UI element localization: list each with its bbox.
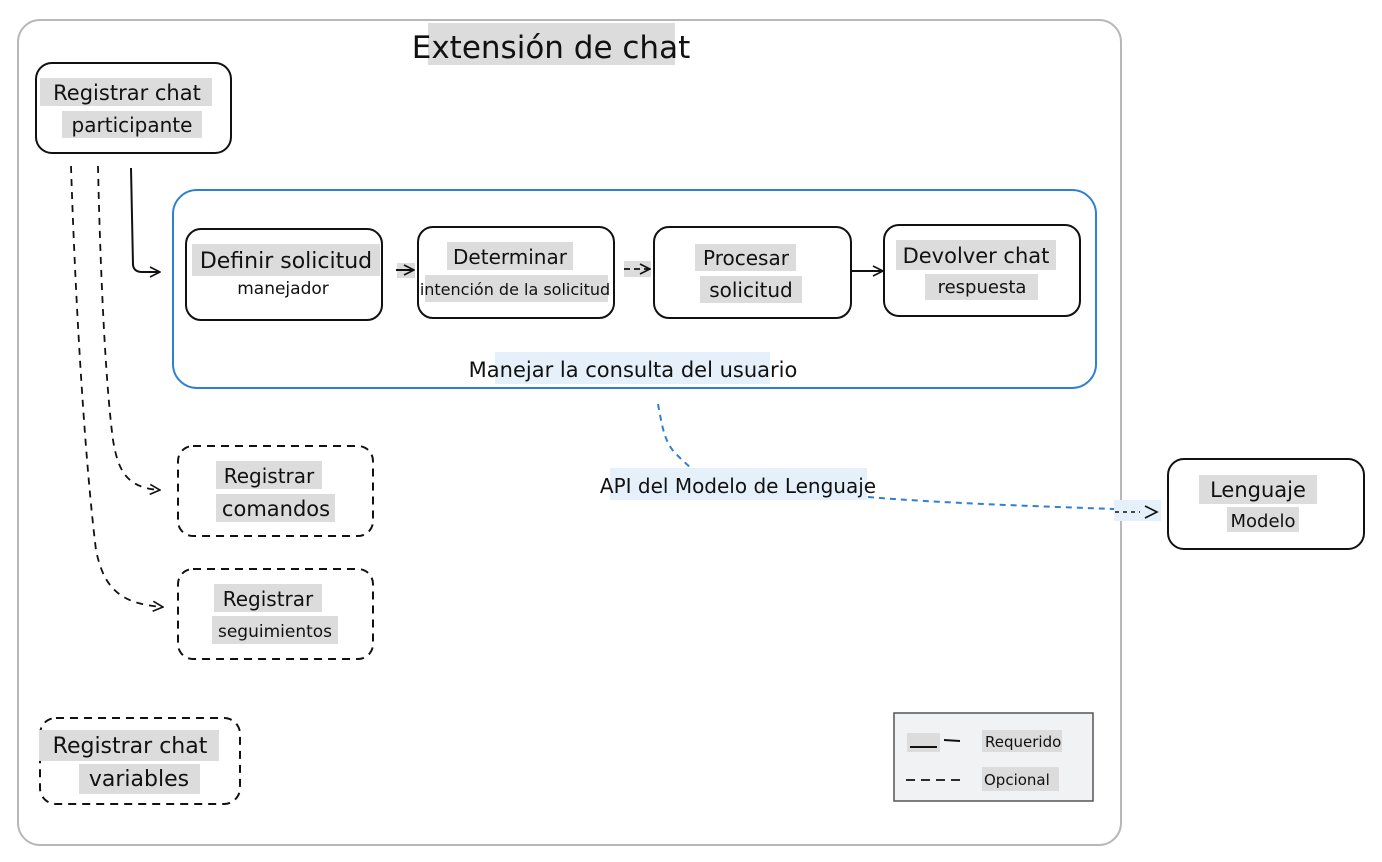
return-response-line1: Devolver chat: [903, 244, 1050, 268]
optional-connector-commands: [97, 165, 160, 490]
api-label: API del Modelo de Lenguaje: [600, 474, 876, 498]
process-request-line2: solicitud: [709, 278, 793, 302]
register-participant-line1: Registrar chat: [53, 81, 201, 105]
register-commands-line1: Registrar: [224, 464, 315, 488]
api-connector-to-model: [867, 496, 1115, 510]
register-followups-line2: seguimientos: [218, 622, 332, 642]
legend: Requerido Opcional: [893, 712, 1094, 802]
optional-connector-followups: [70, 165, 163, 607]
required-connector-handler: [130, 167, 160, 272]
process-request-line1: Procesar: [703, 246, 790, 270]
language-model-line1: Lenguaje: [1210, 478, 1306, 502]
handle-query-label: Manejar la consulta del usuario: [469, 358, 798, 382]
register-variables-line2: variables: [89, 767, 189, 792]
determine-intent-line2: intención de la solicitud: [420, 280, 610, 299]
define-handler-node: Definir solicitud manejador: [185, 228, 383, 321]
define-handler-line1: Definir solicitud: [200, 249, 372, 274]
return-response-node: Devolver chat respuesta: [883, 224, 1081, 317]
determine-intent-line1: Determinar: [453, 245, 568, 269]
language-model-node: Lenguaje Modelo: [1167, 458, 1365, 550]
extension-frame: [17, 19, 1122, 846]
api-connector-up: [657, 403, 694, 471]
legend-optional-label: Opcional: [984, 771, 1050, 789]
register-variables-node: Registrar chat variables: [39, 717, 241, 805]
api-arrow-head: [1144, 505, 1159, 519]
define-handler-line2: manejador: [237, 279, 329, 299]
register-commands-line2: comandos: [222, 497, 330, 521]
legend-required-label: Requerido: [985, 733, 1061, 751]
register-variables-line1: Registrar chat: [53, 734, 208, 759]
register-followups-node: Registrar seguimientos: [177, 568, 374, 660]
register-followups-line1: Registrar: [223, 587, 314, 611]
diagram-title: Extensión de chat: [412, 30, 691, 66]
register-participant-line2: participante: [72, 113, 193, 137]
language-model-line2: Modelo: [1230, 511, 1295, 532]
legend-required-line: [910, 739, 961, 748]
register-commands-node: Registrar comandos: [177, 445, 374, 537]
determine-intent-node: Determinar intención de la solicitud: [417, 226, 615, 319]
handle-query-group: [172, 189, 1097, 389]
register-participant-node: Registrar chat participante: [35, 62, 232, 154]
process-request-node: Procesar solicitud: [653, 226, 852, 319]
return-response-line2: respuesta: [938, 277, 1027, 298]
